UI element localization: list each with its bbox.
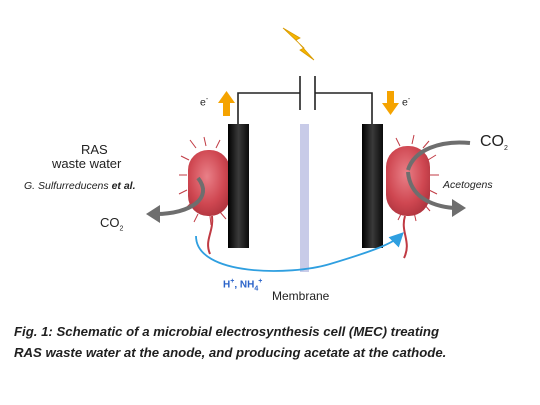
co2-left-label: CO2 <box>100 215 124 233</box>
caption-line-1: Fig. 1: Schematic of a microbial electro… <box>14 324 440 339</box>
figure-caption: Fig. 1: Schematic of a microbial electro… <box>14 321 534 363</box>
cathode-electrode <box>362 124 383 248</box>
electron-label-right: e- <box>402 96 411 109</box>
co2-right-label: CO2 <box>480 133 508 153</box>
membrane-bar <box>300 124 309 272</box>
anode-organism-label: G. Sulfurreducens et al. <box>24 180 136 192</box>
proton-transport-arrow <box>195 232 404 272</box>
electron-down-arrow-icon <box>382 91 399 115</box>
ras-label-line1: RAS <box>81 142 108 157</box>
electron-up-arrow-icon <box>218 91 235 116</box>
lightning-bolt-icon <box>282 27 315 61</box>
ions-label: H+, NH4+ <box>223 278 263 293</box>
anode-bacterium <box>178 136 230 255</box>
electron-label-left: e- <box>200 96 209 109</box>
circuit-wire <box>237 76 373 124</box>
mec-diagram <box>146 27 471 272</box>
ras-label-line2: waste water <box>52 156 122 171</box>
membrane-label: Membrane <box>272 289 330 303</box>
co2-right-arrow <box>406 140 471 217</box>
cathode-organism-label: Acetogens <box>443 179 493 191</box>
anode-electrode <box>228 124 249 248</box>
caption-line-2: RAS waste water at the anode, and produc… <box>14 345 447 360</box>
co2-left-arrow <box>146 176 206 223</box>
